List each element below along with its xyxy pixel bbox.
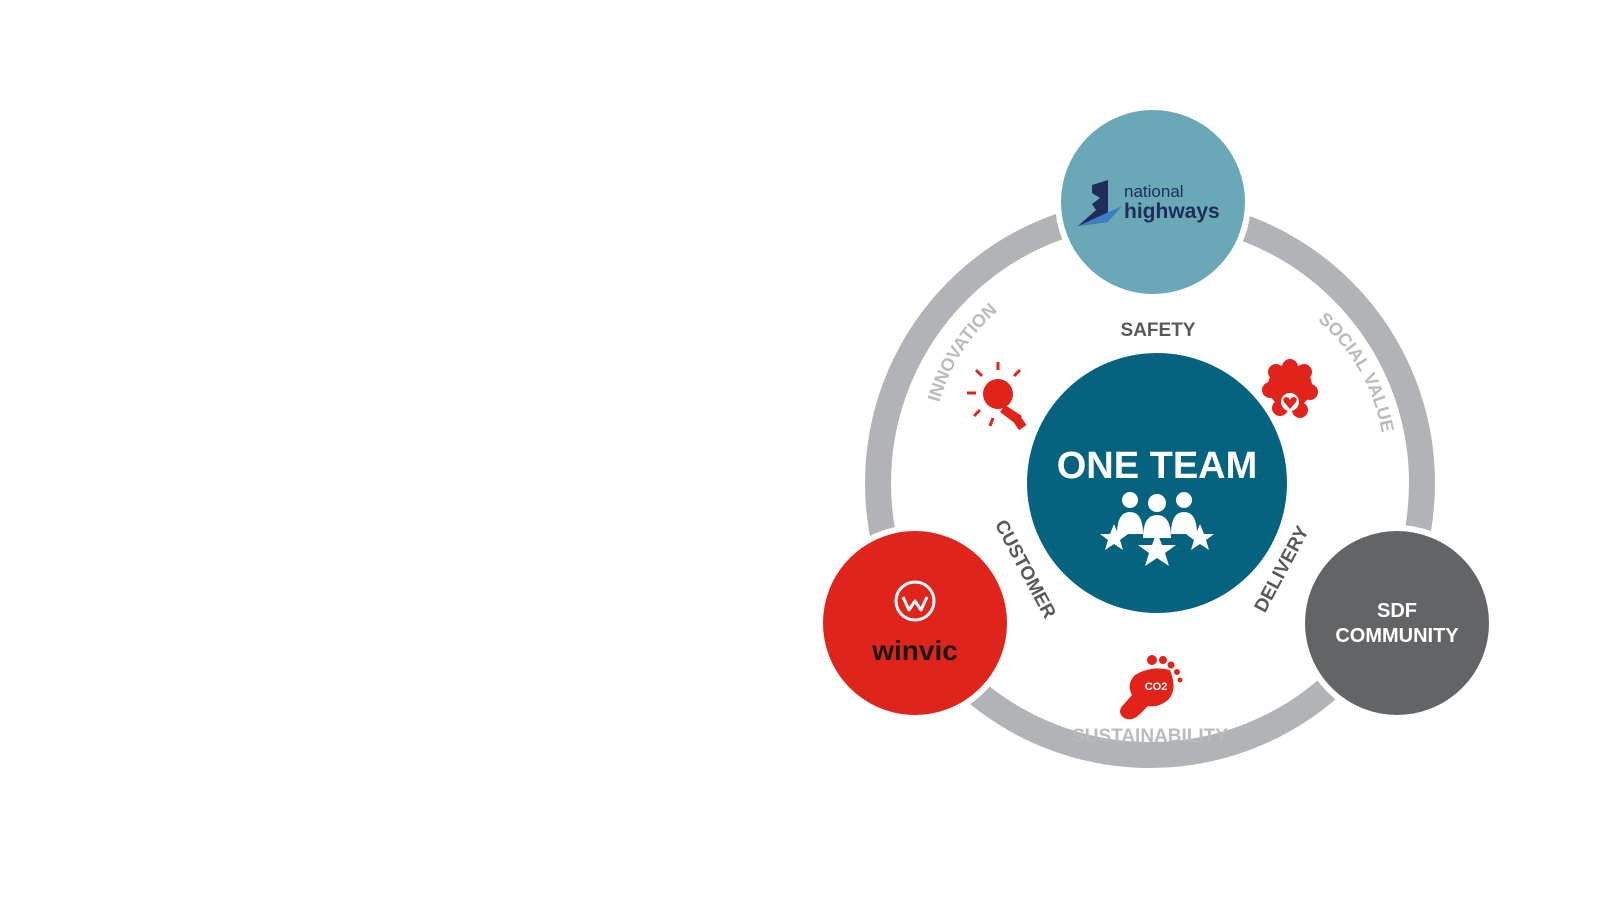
winvic-node: winvic	[817, 525, 1013, 721]
hands-heart-icon	[1262, 359, 1318, 418]
sdf-line1: SDF	[1377, 600, 1417, 622]
national-highways-logo	[1078, 180, 1122, 226]
lightbulb-icon	[967, 362, 1027, 431]
national-highways-node: national highways	[1055, 104, 1251, 300]
winvic-logo	[894, 580, 936, 622]
co2-label: CO2	[1145, 681, 1168, 693]
sdf-line2: COMMUNITY	[1335, 625, 1459, 647]
value-safety: SAFETY	[1121, 320, 1196, 341]
winvic-name: winvic	[871, 635, 958, 666]
one-team-title: ONE TEAM	[1057, 445, 1258, 487]
one-team-circle	[1027, 353, 1287, 613]
team-stars-icon	[1100, 492, 1214, 566]
highways-line2: highways	[1124, 200, 1220, 223]
value-sustainability: SUSTAINABILITY	[1072, 726, 1228, 747]
highways-line1: national	[1124, 182, 1184, 201]
co2-footprint-icon: CO2	[1120, 655, 1183, 720]
sdf-community-node: SDF COMMUNITY	[1299, 525, 1495, 721]
